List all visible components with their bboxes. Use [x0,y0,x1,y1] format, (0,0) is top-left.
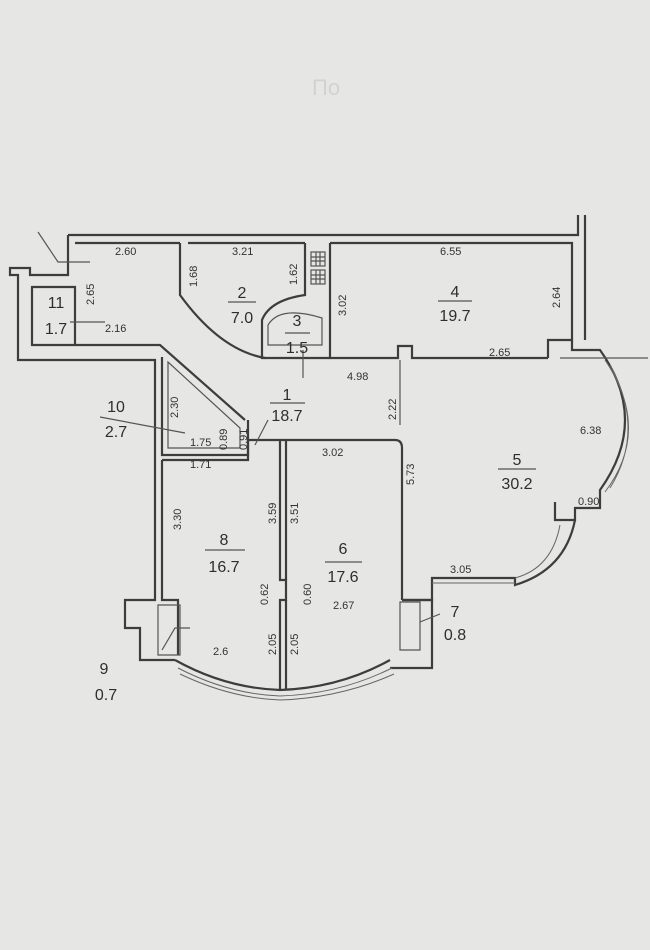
dimension: 2.65 [85,284,97,305]
svg-text:2: 2 [238,285,247,302]
svg-text:10: 10 [107,399,125,416]
dimension: 1.68 [188,266,200,287]
room-labels: 118.7 27.0 31.5 419.7 530.2 617.6 70.8 8… [45,284,536,704]
svg-text:19.7: 19.7 [439,308,470,325]
dimension: 2.6 [213,646,228,658]
svg-text:0.7: 0.7 [95,687,117,704]
dimension: 1.62 [288,264,300,285]
dimension: 2.22 [387,399,399,420]
svg-text:2.7: 2.7 [105,424,127,441]
dimension-labels: 2.60 3.21 6.55 1.68 1.62 3.02 2.64 2.65 … [85,246,601,658]
svg-text:1.5: 1.5 [286,340,308,357]
dimension: 3.51 [289,503,301,524]
svg-text:3: 3 [293,313,302,330]
faint-header-text: По [312,75,340,100]
dimension: 0.89 [218,429,230,450]
svg-text:18.7: 18.7 [271,408,302,425]
dimension: 3.02 [337,295,349,316]
dimension: 0.90 [578,496,599,508]
room-3-label: 31.5 [285,313,310,357]
svg-text:11: 11 [48,295,65,312]
svg-text:7.0: 7.0 [231,310,253,327]
dimension: 0.91 [238,429,250,450]
dimension: 2.05 [267,634,279,655]
dimension: 3.21 [232,246,253,258]
svg-text:17.6: 17.6 [327,569,358,586]
dimension: 2.67 [333,600,354,612]
room-8-label: 816.7 [205,532,245,576]
dimension: 5.73 [405,464,417,485]
dimension: 3.30 [172,509,184,530]
room-4-label: 419.7 [438,284,472,325]
dimension: 2.16 [105,323,126,335]
dimension: 2.30 [169,397,181,418]
svg-text:8: 8 [220,532,229,549]
svg-text:30.2: 30.2 [501,476,532,493]
room-7-label: 70.8 [444,604,466,644]
walls [8,215,648,701]
dimension: 1.75 [190,437,211,449]
dimension: 2.65 [489,347,510,359]
svg-text:6: 6 [339,541,348,558]
dimension: 2.64 [551,287,563,308]
dimension: 4.98 [347,371,368,383]
svg-text:1.7: 1.7 [45,321,67,338]
svg-text:5: 5 [513,452,522,469]
stairs-icon [310,251,326,285]
dimension: 6.55 [440,246,461,258]
room-11-label: 111.7 [45,295,67,338]
dimension: 2.05 [289,634,301,655]
room-6-label: 617.6 [325,541,362,586]
room-2-label: 27.0 [228,285,256,327]
dimension: 6.38 [580,425,601,437]
dimension: 0.60 [302,584,314,605]
room-5-label: 530.2 [498,452,536,493]
svg-text:0.8: 0.8 [444,627,466,644]
svg-text:16.7: 16.7 [208,559,239,576]
dimension: 0.62 [259,584,271,605]
svg-text:9: 9 [100,661,109,678]
dimension: 3.02 [322,447,343,459]
svg-text:4: 4 [451,284,460,301]
svg-text:7: 7 [451,604,460,621]
svg-text:1: 1 [283,387,292,404]
room-10-label: 102.7 [99,399,186,441]
room-1-label: 118.7 [270,387,305,425]
dimension: 3.05 [450,564,471,576]
room-9-label: 90.7 [95,661,117,704]
dimension: 1.71 [190,459,211,471]
dimension: 3.59 [267,503,279,524]
dimension: 2.60 [115,246,136,258]
